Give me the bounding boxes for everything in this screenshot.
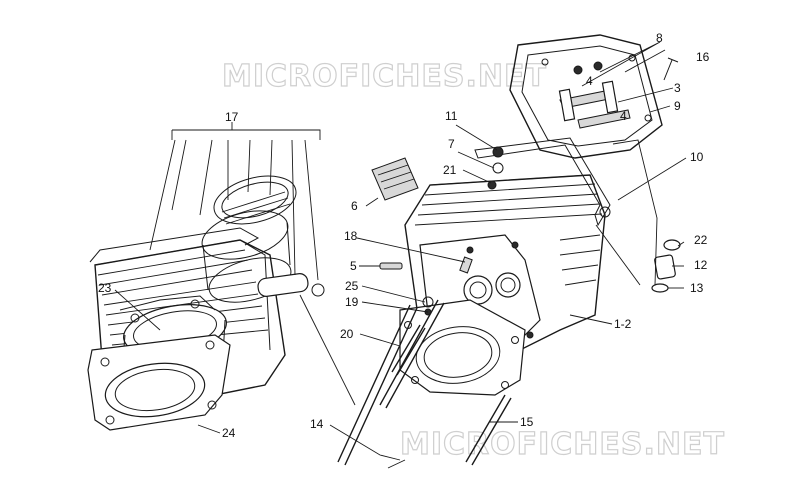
callout-22: 22 <box>694 233 708 247</box>
callout-19: 19 <box>345 295 359 309</box>
callout-15: 15 <box>520 415 534 429</box>
callout-3: 3 <box>674 81 681 95</box>
head-cover-gasket <box>474 137 611 227</box>
small-parts <box>337 57 681 466</box>
callout-14: 14 <box>310 417 324 431</box>
callout-6: 6 <box>351 199 358 213</box>
callout-21: 21 <box>443 163 457 177</box>
piston-rings-group <box>149 122 325 303</box>
callout-20: 20 <box>340 327 354 341</box>
cylinder-head <box>399 174 606 396</box>
callout-11: 11 <box>445 109 458 123</box>
callout-18: 18 <box>344 229 358 243</box>
leader-lines <box>114 41 687 469</box>
callout-1-2: 1-2 <box>614 317 632 331</box>
cylinder-assembly <box>87 227 286 431</box>
callout-23: 23 <box>98 281 112 295</box>
callout-24: 24 <box>222 426 236 440</box>
callout-8: 8 <box>656 31 663 45</box>
callout-13: 13 <box>690 281 704 295</box>
callout-5: 5 <box>350 259 357 273</box>
callout-10: 10 <box>690 150 704 164</box>
callout-16: 16 <box>696 50 710 64</box>
callout-9: 9 <box>674 99 681 113</box>
callout-4a: 4 <box>586 74 593 88</box>
callout-12: 12 <box>694 258 708 272</box>
callout-17: 17 <box>225 110 239 124</box>
watermark-top: MICROFICHES.NET <box>222 59 547 94</box>
watermark-bottom: MICROFICHES.NET <box>400 427 725 462</box>
callout-4b: 4 <box>620 109 627 123</box>
rocker-cover <box>509 34 663 159</box>
callout-labels: 17 8 16 4 3 9 4 11 10 7 21 6 18 22 5 12 … <box>98 31 710 440</box>
callout-7: 7 <box>448 137 455 151</box>
callout-25: 25 <box>345 279 359 293</box>
